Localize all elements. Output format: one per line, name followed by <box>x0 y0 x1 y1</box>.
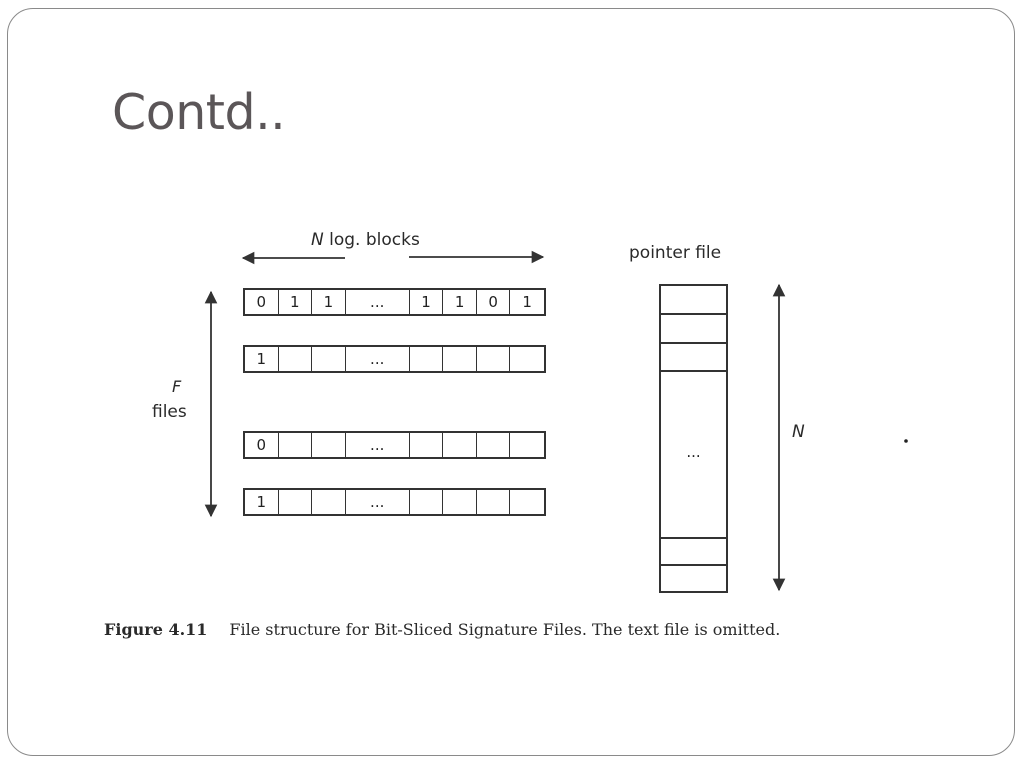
pointer-ellipsis: ... <box>686 443 701 461</box>
bit-cell <box>410 433 444 457</box>
bit-cell: ... <box>346 490 410 514</box>
bit-cell <box>410 347 444 371</box>
bit-cell: 1 <box>312 290 346 314</box>
slide-title: Contd.. <box>112 84 286 141</box>
bit-cell <box>410 490 444 514</box>
f-variable-label: F <box>172 377 182 396</box>
figure-caption-text: File structure for Bit-Sliced Signature … <box>229 620 781 639</box>
bit-cell <box>443 433 477 457</box>
bit-cell: 0 <box>245 433 279 457</box>
pointer-file-column: ... <box>659 284 728 593</box>
bit-cell <box>443 490 477 514</box>
bit-cell: ... <box>346 347 410 371</box>
n-log-blocks-label: N log. blocks <box>311 230 420 250</box>
bit-cell <box>477 347 511 371</box>
pointer-entry-divider <box>661 564 726 566</box>
files-label: files <box>152 402 187 422</box>
pointer-entry-divider <box>661 342 726 344</box>
pointer-entry-divider <box>661 537 726 539</box>
bit-cell: 1 <box>522 293 532 311</box>
n-variable: N <box>311 230 324 250</box>
bit-cell: ... <box>346 433 410 457</box>
bit-cell <box>477 433 511 457</box>
bit-cell: 1 <box>279 290 313 314</box>
bit-cell: 0 <box>245 290 279 314</box>
bit-cell <box>477 490 511 514</box>
bit-cell <box>312 490 346 514</box>
slide-frame <box>7 8 1015 756</box>
bit-cell <box>279 490 313 514</box>
bit-cell <box>312 433 346 457</box>
bit-cell: ... <box>346 290 410 314</box>
bit-cell: 1 <box>245 490 279 514</box>
bit-cell: 1 <box>245 347 279 371</box>
bit-slice-row: 0 ... <box>243 431 546 459</box>
stray-dot <box>904 439 908 443</box>
bit-cell <box>312 347 346 371</box>
log-blocks-text: log. blocks <box>323 230 420 250</box>
figure-caption-label: Figure 4.11 <box>104 620 208 639</box>
bit-slice-row: 1 ... <box>243 345 546 373</box>
bit-slice-row: 1 ... <box>243 488 546 516</box>
bit-cell <box>279 433 313 457</box>
pointer-entry-divider <box>661 370 726 372</box>
bit-cell: 1 <box>410 290 444 314</box>
pointer-entry-divider <box>661 313 726 315</box>
bit-cell: 1 <box>443 290 477 314</box>
figure-caption: Figure 4.11 File structure for Bit-Sliced… <box>104 620 780 639</box>
bit-cell <box>443 347 477 371</box>
pointer-file-label: pointer file <box>629 243 722 263</box>
n-pointer-count-label: N <box>792 422 805 442</box>
bit-cell: 0 <box>477 290 511 314</box>
bit-cell <box>279 347 313 371</box>
bit-slice-row: 0 1 1 ... 1 1 0 1 <box>243 288 546 316</box>
